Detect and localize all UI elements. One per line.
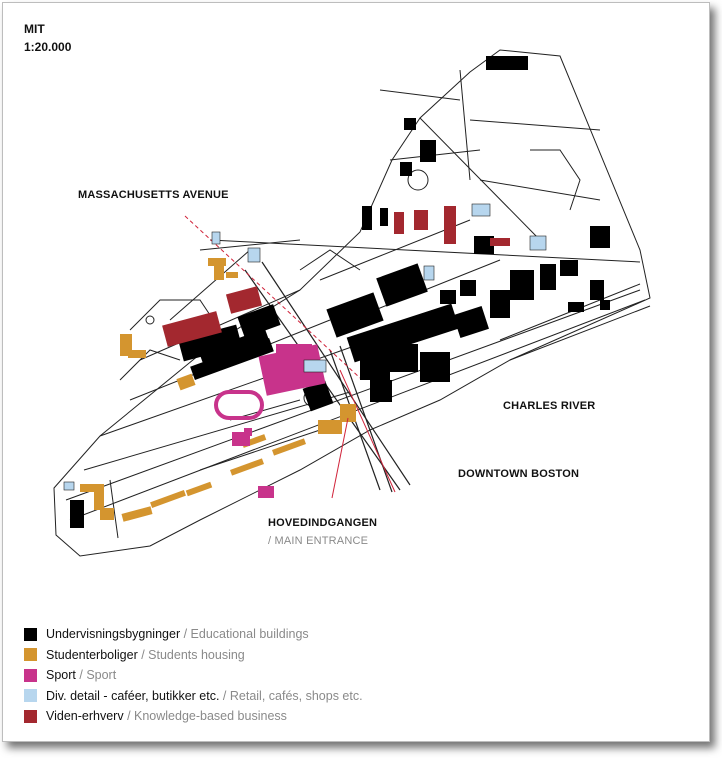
legend-label-da: Studenterboliger [46, 647, 138, 662]
legend-swatch [24, 668, 37, 682]
legend-label-da: Undervisningsbygninger [46, 627, 181, 642]
knowledge-business-buildings [162, 206, 510, 347]
map-scale: 1:20.000 [24, 40, 72, 54]
place-name: MIT [24, 22, 45, 36]
charles-river-label: CHARLES RIVER [503, 400, 596, 412]
legend-label-da: Sport [46, 668, 76, 683]
legend-label-da: Viden-erhverv [46, 709, 124, 724]
courtyard-circle [407, 169, 429, 191]
map-title: MIT 1:20.000 [24, 20, 71, 56]
legend-separator: / [75, 668, 87, 683]
roundabout-icon [145, 315, 155, 325]
legend-label-en: Educational buildings [190, 627, 309, 642]
massachusetts-avenue-label: MASSACHUSETTS AVENUE [78, 189, 229, 201]
legend-item-retail: Div. detail - caféer, butikker etc. / Re… [24, 686, 363, 707]
legend-separator: / [180, 627, 191, 642]
legend-separator: / [219, 688, 230, 703]
legend-item-educational: Undervisningsbygninger / Educational bui… [24, 624, 363, 645]
legend-swatch [24, 648, 37, 662]
main-entrance-sublabel: / MAIN ENTRANCE [268, 535, 369, 547]
map-frame [2, 2, 710, 742]
legend-swatch [24, 627, 37, 641]
massachusetts-avenue-crossing [339, 369, 396, 493]
running-track [214, 390, 264, 420]
legend-label-da: Div. detail - caféer, butikker etc. [46, 688, 220, 703]
legend-item-sport: Sport / Sport [24, 665, 363, 686]
legend-separator: / [123, 709, 135, 724]
massachusetts-avenue-line [184, 215, 361, 379]
educational-buildings [70, 56, 610, 528]
downtown-boston-label: DOWNTOWN BOSTON [458, 468, 580, 480]
main-entrance-label: HOVEDINDGANGEN [268, 517, 378, 529]
legend-label-en: Sport [86, 668, 117, 683]
retail-buildings [63, 203, 547, 491]
legend-separator: / [137, 647, 149, 662]
legend-label-en: Retail, cafés, shops etc. [229, 688, 363, 703]
legend-item-housing: Studenterboliger / Students housing [24, 645, 363, 666]
legend-item-business: Viden-erhverv / Knowledge-based business [24, 706, 363, 727]
legend-label-en: Knowledge-based business [134, 709, 287, 724]
sport-buildings [232, 344, 326, 498]
map-legend: Undervisningsbygninger / Educational bui… [24, 624, 363, 727]
legend-swatch [24, 709, 37, 723]
legend-swatch [24, 689, 37, 703]
legend-label-en: Students housing [148, 647, 245, 662]
entrance-pointer [331, 417, 349, 499]
